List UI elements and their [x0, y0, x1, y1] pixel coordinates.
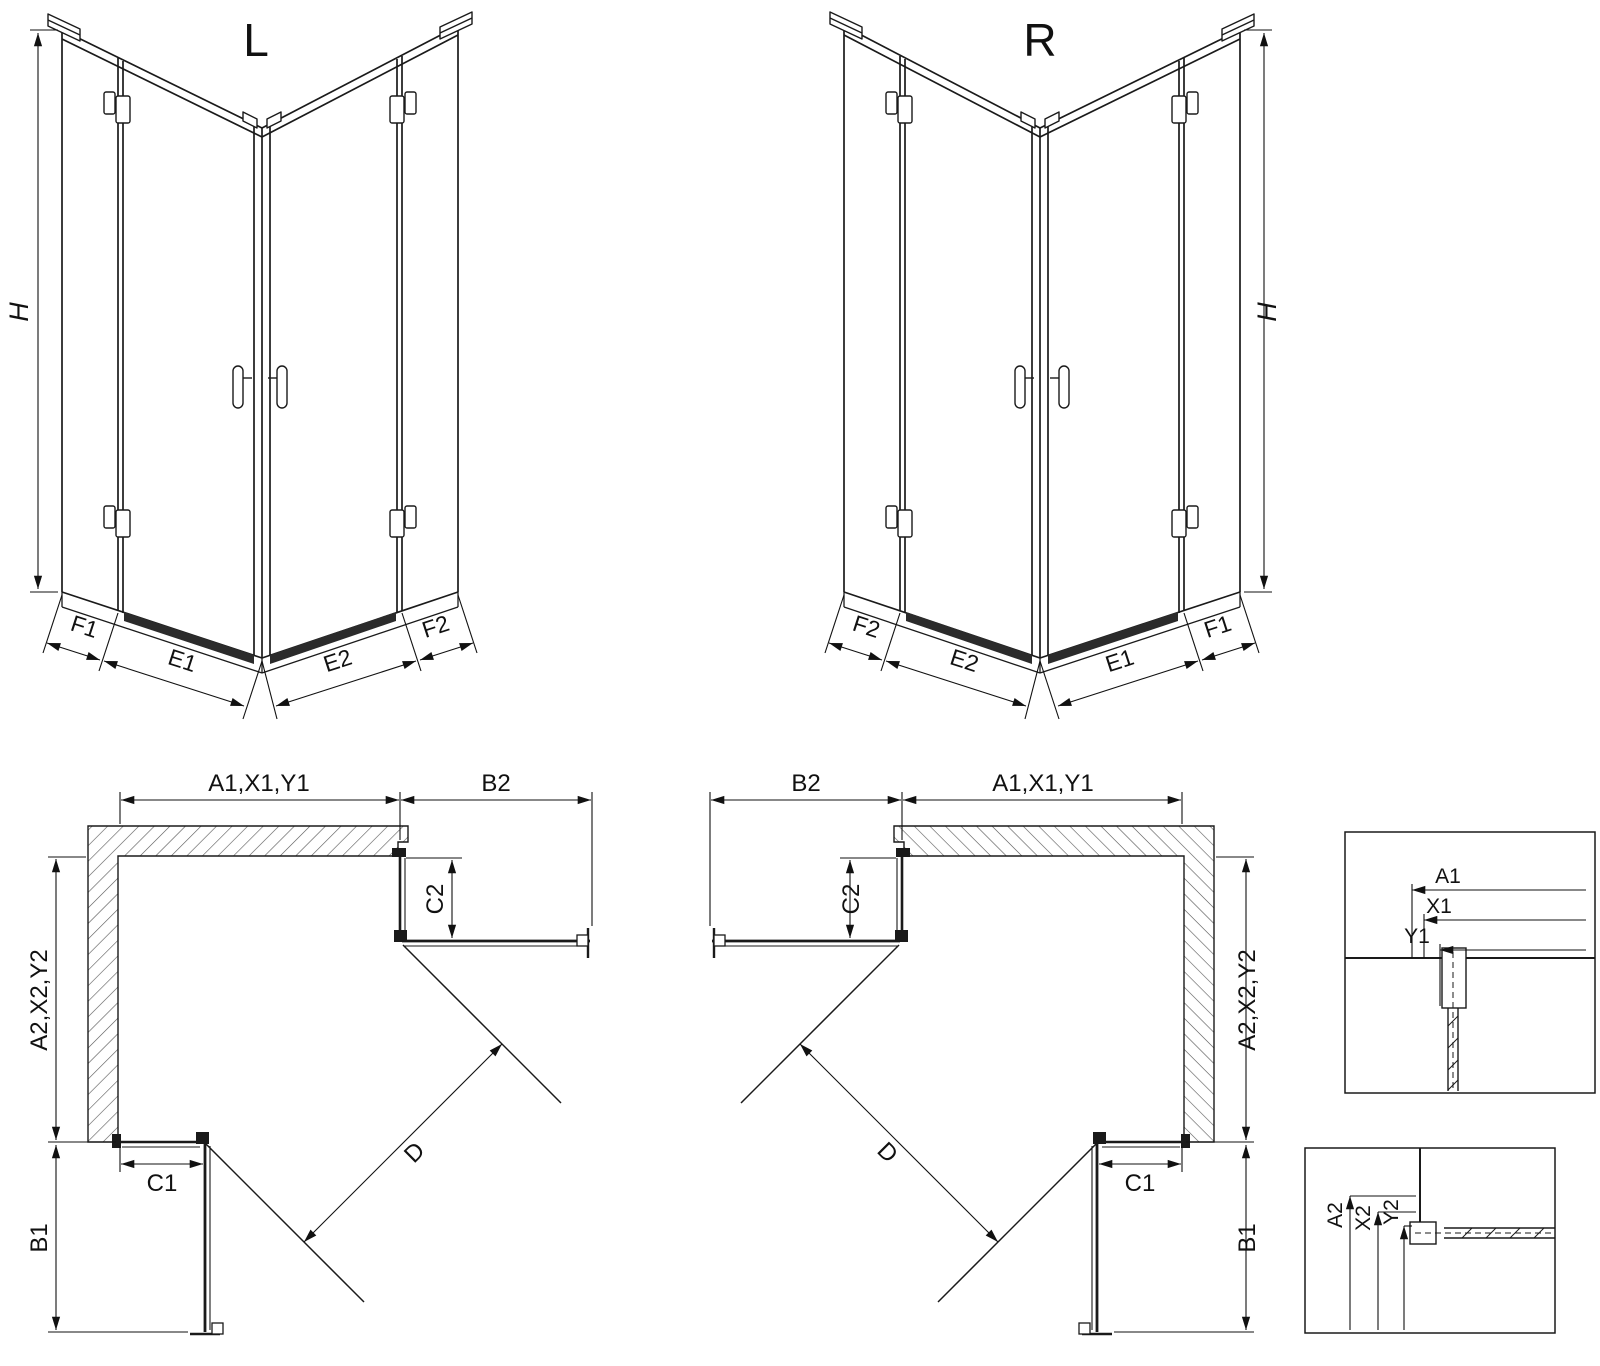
dim-label-c2: C2	[422, 884, 449, 915]
glass-profile-icon	[1409, 1221, 1437, 1245]
dim-label-height: H	[4, 302, 34, 322]
dim-label-x1: X1	[1426, 895, 1452, 918]
dim-label-y1: Y1	[1404, 925, 1430, 948]
dim-label-x2: X2	[1352, 1205, 1375, 1231]
dim-label-a1x1y1: A1,X1,Y1	[208, 770, 309, 797]
dim-label-a1x1y1: A1,X1,Y1	[992, 770, 1093, 797]
dim-label-a2x2y2: A2,X2,Y2	[1234, 949, 1261, 1050]
dim-label-y2: Y2	[1380, 1199, 1403, 1225]
dim-label-b1: B1	[26, 1223, 53, 1252]
dim-label-a1: A1	[1435, 865, 1461, 888]
dim-label-c1: C1	[1125, 1170, 1156, 1197]
dim-label-c1: C1	[147, 1170, 178, 1197]
dimension-lines	[1345, 1195, 1416, 1330]
variant-label-right: R	[1023, 14, 1056, 66]
dim-label-b2: B2	[791, 770, 820, 797]
dim-label-c2: C2	[838, 884, 865, 915]
variant-label-left: L	[243, 14, 269, 66]
dim-label-a2: A2	[1324, 1202, 1347, 1228]
glass-profile-icon	[1441, 947, 1467, 1009]
detail-view-top: A1 X1 Y1	[1344, 831, 1596, 1094]
dim-label-b1: B1	[1234, 1223, 1261, 1252]
dim-label-a2x2y2: A2,X2,Y2	[26, 949, 53, 1050]
dim-label-height: H	[1252, 302, 1282, 322]
detail-view-bottom: A2 X2 Y2	[1304, 1147, 1556, 1334]
dimension-lines	[1411, 884, 1586, 1006]
dim-label-b2: B2	[481, 770, 510, 797]
